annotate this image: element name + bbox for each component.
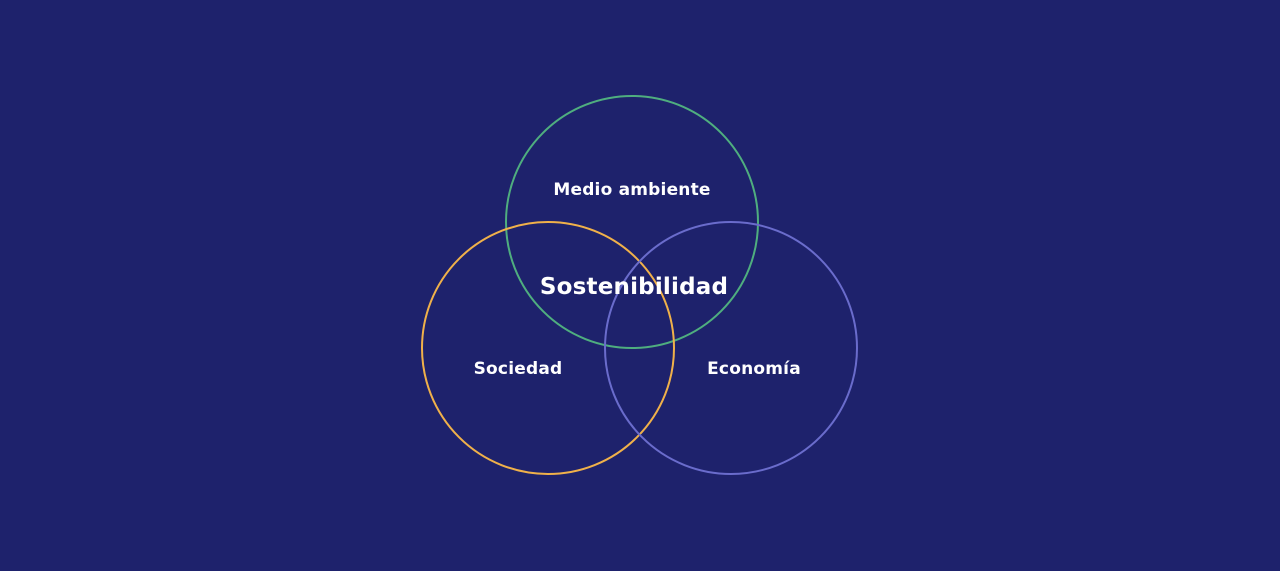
label-society: Sociedad bbox=[473, 359, 563, 379]
label-environment: Medio ambiente bbox=[553, 180, 711, 200]
circle-environment bbox=[505, 95, 759, 349]
label-economy: Economía bbox=[707, 359, 801, 379]
circle-economy bbox=[604, 221, 858, 475]
circle-society bbox=[421, 221, 675, 475]
label-center-sustainability: Sostenibilidad bbox=[539, 274, 729, 300]
